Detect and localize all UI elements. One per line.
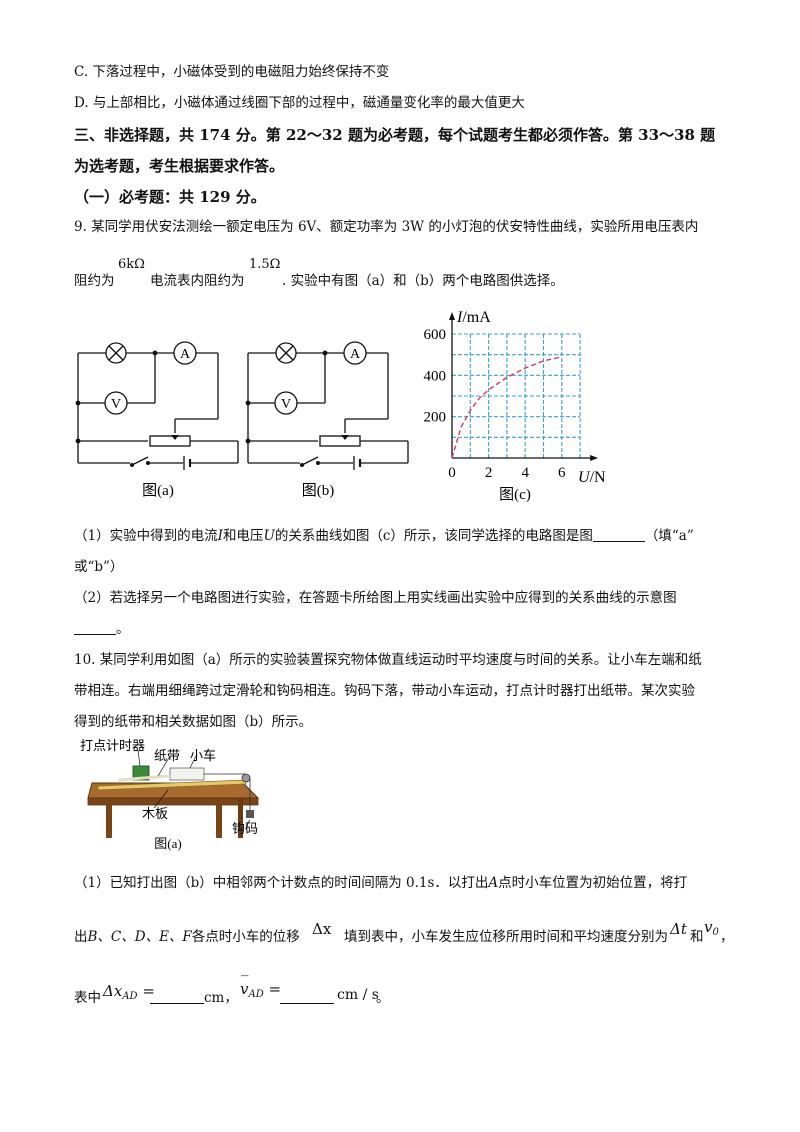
circuit-diagram-b: A V 图(b) (245, 341, 409, 499)
option-d: D. 与上部相比，小磁体通过线圈下部的过程中，磁通量变化率的最大值更大 (74, 95, 525, 111)
q10-part1: （1）已知打出图（b）中相邻两个计数点的时间间隔为 0.1s．以打出A点时小车位… (74, 875, 688, 891)
x-axis-arrow (590, 455, 599, 461)
circuit-b-caption: 图(b) (302, 482, 335, 499)
v0-symbol: v0 (704, 918, 719, 938)
y-tick-label: 600 (424, 327, 447, 343)
voltmeter-icon (274, 391, 298, 415)
delta-x-ad: ΔxAD = (103, 982, 155, 1002)
label-cart: 小车 (190, 748, 216, 763)
q10-comma: ， (720, 929, 734, 945)
option-c: C. 下落过程中，小磁体受到的电磁阻力始终保持不变 (74, 64, 390, 80)
rheostat-icon (319, 435, 361, 447)
graph-c-caption: 图(c) (499, 486, 531, 503)
q9-part2: （2）若选择另一个电路图进行实验，在答题卡所给图上用实线画出实验中应得到的关系曲… (74, 590, 677, 606)
x-axis-label: U/N (578, 469, 606, 486)
q10-part1-line2: 出B、C、D、E、F各点时小车的位移 (74, 929, 300, 945)
answer-blank-3[interactable] (150, 990, 204, 1004)
circuit-diagram-a: A V 图(a) (75, 341, 239, 499)
q9-part2-cont: 。 (74, 621, 130, 637)
v-bar-ad: ‾vAD = (240, 973, 282, 1000)
label-tape: 纸带 (154, 748, 180, 763)
cart-icon (169, 767, 205, 781)
q9-line2-end: . 实验中有图（a）和（b）两个电路图供选择。 (282, 273, 564, 289)
q9-part1: （1）实验中得到的电流I和电压U的关系曲线如图（c）所示，该同学选择的电路图是图… (74, 528, 694, 544)
graph-tick-labels: 0 2 4 6 200 400 600 (424, 327, 567, 481)
q10-part1-line2-mid: 填到表中，小车发生应位移所用时间和平均速度分别为 (344, 929, 668, 945)
y-tick-label: 200 (424, 410, 447, 426)
label-board: 木板 (142, 806, 168, 821)
rheostat-icon (149, 435, 191, 447)
x-tick-label: 0 (448, 465, 456, 481)
q9-line2: 阻约为 (74, 273, 115, 289)
required-questions-heading: （一）必考题：共 129 分。 (74, 188, 266, 206)
ammeter-icon (173, 341, 197, 365)
q10-line1: 10. 某同学利用如图（a）所示的实验装置探究物体做直线运动时平均速度与时间的关… (74, 652, 702, 668)
svg-text:A: A (180, 347, 191, 362)
answer-blank-1[interactable] (592, 528, 645, 542)
apparatus-figure: 打点计时器 纸带 小车 木板 钩码 图(a) (80, 738, 260, 851)
voltmeter-icon (104, 391, 128, 415)
answer-blank-4[interactable] (280, 990, 334, 1004)
y-axis-arrow (449, 312, 455, 320)
q10-unit: cm / s (337, 987, 379, 1003)
svg-text:V: V (281, 397, 291, 412)
svg-text:A: A (350, 347, 361, 362)
delta-x-symbol: Δx (312, 920, 332, 938)
answer-blank-2[interactable] (74, 621, 116, 635)
y-axis-label: I/mA (456, 309, 491, 326)
graph-axes (449, 312, 599, 461)
q9-line2-mid: 电流表内阻约为 (150, 273, 245, 289)
x-tick-label: 2 (485, 465, 493, 481)
circuit-a-caption: 图(a) (142, 482, 174, 499)
q9-part1-cont: 或“b”） (74, 559, 124, 575)
label-weight: 钩码 (232, 821, 258, 836)
graph-c: 0 2 4 6 200 400 600 I/mA U/N 图(c) (424, 309, 607, 503)
x-tick-label: 6 (558, 465, 566, 481)
q10-blank-v (280, 990, 334, 1006)
q10-blank-dx: cm， (150, 990, 238, 1006)
ammeter-icon (343, 341, 367, 365)
q10-line2: 带相连。右端用细绳跨过定滑轮和钩码相连。钩码下落，带动小车运动，打点计时器打出纸… (74, 683, 695, 699)
x-tick-label: 4 (521, 465, 529, 481)
q9-ammeter-resistance: 1.5Ω (249, 257, 281, 272)
apparatus-caption: 图(a) (154, 836, 181, 851)
q9-line1: 9. 某同学用伏安法测绘一额定电压为 6V、额定功率为 3W 的小灯泡的伏安特性… (74, 219, 699, 235)
q9-voltmeter-resistance: 6kΩ (118, 257, 145, 272)
q10-line3: 得到的纸带和相关数据如图（b）所示。 (74, 714, 313, 730)
graph-grid (452, 333, 581, 458)
section-3-heading-cont: 为选考题，考生根据要求作答。 (74, 157, 285, 175)
label-timer: 打点计时器 (80, 738, 145, 753)
weight-icon (246, 810, 254, 818)
q10-and: 和 (690, 929, 704, 945)
y-tick-label: 400 (424, 368, 447, 384)
q10-part1-line3: 表中 (74, 990, 101, 1006)
delta-t-symbol: Δt (670, 920, 687, 938)
q10-end: 。 (376, 990, 390, 1006)
svg-text:V: V (111, 397, 121, 412)
section-3-heading: 三、非选择题，共 174 分。第 22～32 题为必考题，每个试题考生都必须作答… (74, 126, 716, 144)
